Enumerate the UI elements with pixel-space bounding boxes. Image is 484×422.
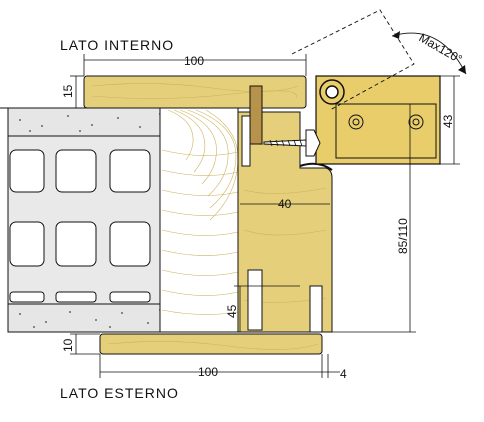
brick-holes: [9, 149, 151, 303]
rebate-slot-right: [309, 285, 323, 333]
screw-icon: [263, 129, 321, 157]
plaster-layer-top: [7, 107, 169, 137]
hinge-angle-label: Max120°: [417, 30, 465, 66]
dim-bottom-band: 10: [61, 338, 75, 352]
dim-opening-range: 85/110: [396, 218, 410, 254]
dim-gap: 4: [340, 367, 347, 381]
seal-strip: [249, 85, 263, 145]
hinge-pin-inner: [325, 85, 339, 99]
dim-hinge-height: 43: [441, 114, 455, 128]
leaf-groove: [241, 115, 251, 167]
angle-arc: [391, 32, 467, 75]
external-side-label: LATO ESTERNO: [60, 385, 179, 401]
plaster-layer-bottom: [7, 303, 169, 333]
bottom-trim-grain: [107, 341, 319, 350]
plaster-texture: [19, 113, 161, 328]
dim-rebate-height: 45: [225, 304, 239, 318]
door-frame: [83, 75, 333, 355]
dim-top-width: 100: [184, 54, 204, 68]
dim-frame-depth: 40: [278, 197, 292, 211]
dim-top-band: 15: [61, 84, 75, 98]
hinge-screw-2: [408, 114, 424, 130]
internal-side-label: LATO INTERNO: [60, 37, 174, 53]
hinge-open-outline: [291, 9, 415, 111]
hinge: [263, 9, 467, 165]
rebate-slot: [247, 269, 263, 331]
dim-bottom-width: 100: [198, 365, 218, 379]
frame-core: [159, 107, 239, 333]
hinge-leaf: [335, 103, 437, 159]
top-trim-grain: [91, 83, 299, 99]
hinge-screw-1: [348, 114, 364, 130]
dimension-lines: [70, 54, 460, 378]
wall-section: [0, 107, 169, 333]
top-trim-board: [83, 75, 307, 109]
